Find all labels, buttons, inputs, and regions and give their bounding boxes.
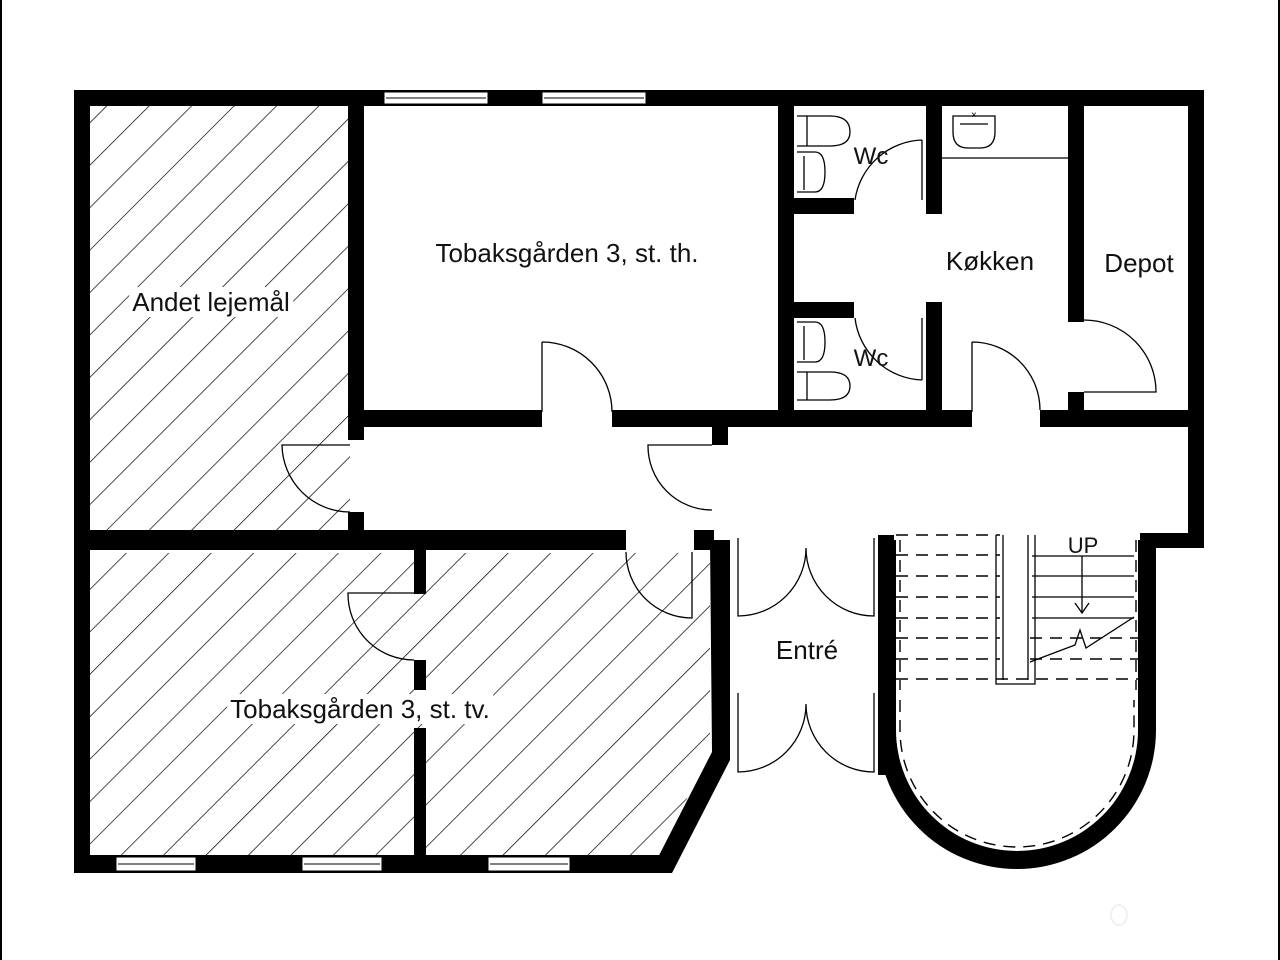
image-border-right <box>1278 0 1280 960</box>
image-border-left <box>0 0 2 960</box>
room-label-wc-upper: Wc <box>853 143 889 170</box>
stair-up-label: UP <box>1067 533 1099 558</box>
windows-top <box>383 91 647 105</box>
kitchen-fixtures: × <box>942 110 1068 159</box>
svg-text:×: × <box>971 110 977 121</box>
room-label-koekken: Køkken <box>945 246 1035 276</box>
doors <box>281 139 1157 773</box>
windows-bottom <box>115 856 571 872</box>
room-label-depot: Depot <box>1104 248 1174 278</box>
room-label-st-tv: Tobaksgården 3, st. tv. <box>227 694 493 724</box>
room-label-wc-lower: Wc <box>853 345 889 372</box>
room-label-st-th: Tobaksgården 3, st. th. <box>435 238 699 268</box>
room-label-entre: Entré <box>775 635 839 665</box>
toilets <box>797 115 851 401</box>
map-pin-icon <box>1110 904 1128 926</box>
hatch-andet-lejemaal <box>88 105 350 530</box>
room-label-andet-lejemaal: Andet lejemål <box>129 287 293 317</box>
watermark <box>1110 900 1280 930</box>
stair-tower <box>878 534 1156 869</box>
interior-walls <box>74 90 1204 858</box>
